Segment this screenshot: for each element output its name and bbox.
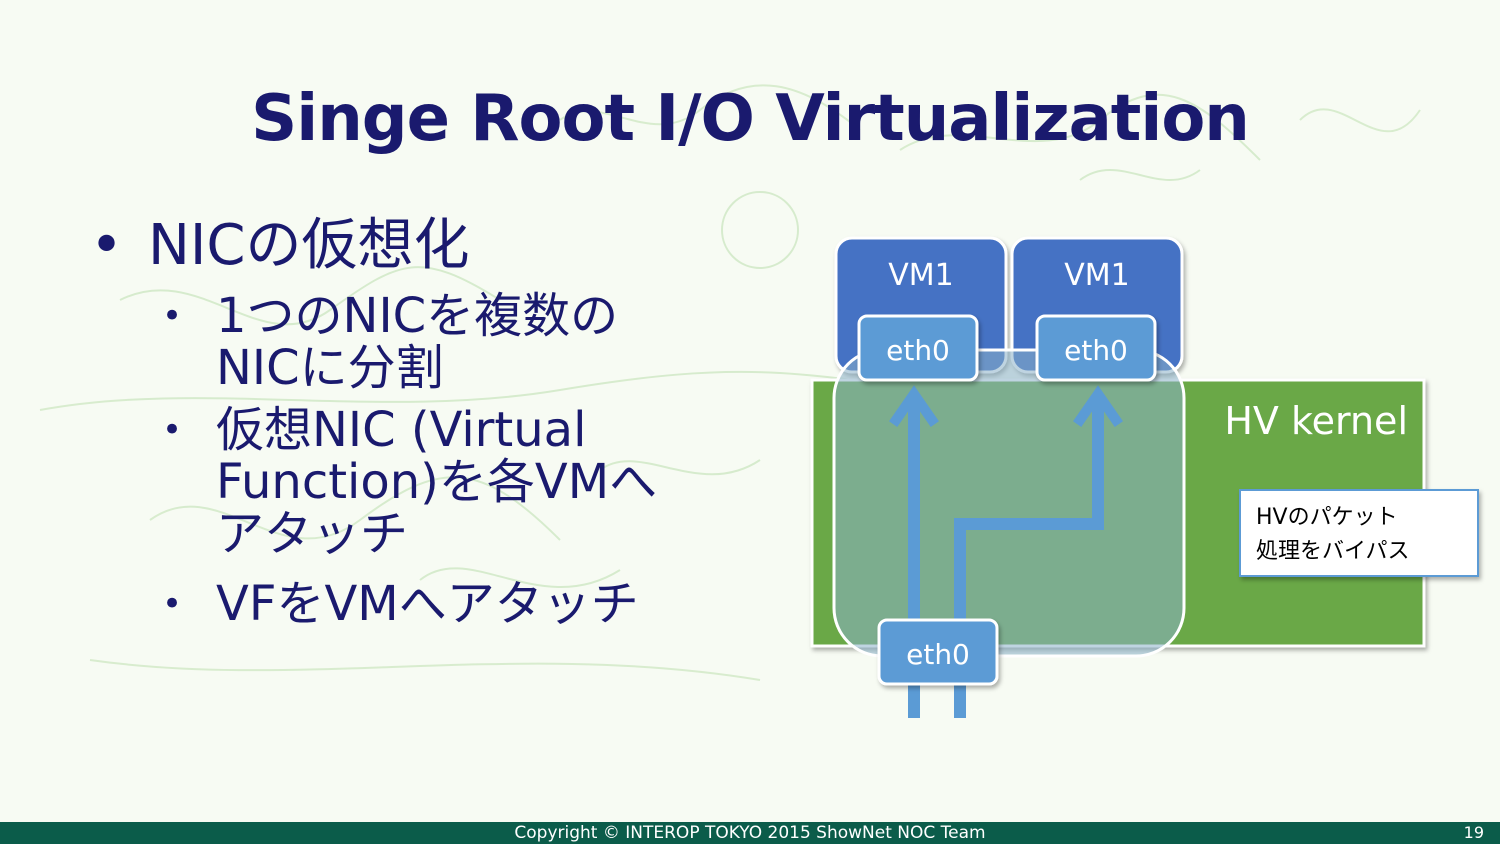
physical-eth-label: eth0 <box>906 638 970 671</box>
sub-bullet-3-line-1: VFをVMへアタッチ <box>216 576 639 632</box>
bypass-callout-line-1: HVのパケット <box>1256 505 1398 530</box>
bullet-dot: • <box>162 296 183 336</box>
bypass-callout-box <box>1239 489 1479 577</box>
bullet-list: • NICの仮想化 • 1つのNICを複数の NICに分割 • 仮想NIC (V… <box>90 212 730 630</box>
vm-left-label: VM1 <box>888 258 954 293</box>
page-number: 19 <box>1463 823 1484 842</box>
bypass-callout-line-2: 処理をバイパス <box>1256 539 1410 564</box>
sub-bullet-1-line-2: NICに分割 <box>216 340 444 396</box>
sub-bullet-3: • VFをVMへアタッチ <box>90 578 730 630</box>
sub-bullet-2: • 仮想NIC (Virtual Function)を各VMへ アタッチ <box>90 404 730 560</box>
arrow-head-left <box>889 385 939 427</box>
sub-bullet-2-line-1: 仮想NIC (Virtual <box>216 402 587 458</box>
sub-bullet-1-line-1: 1つのNICを複数の <box>216 288 619 344</box>
vm-left-eth-box <box>857 314 979 382</box>
copyright-text: Copyright © INTEROP TOKYO 2015 ShowNet N… <box>514 823 986 843</box>
bullet-dot: • <box>90 213 124 278</box>
arrow-head-right <box>1073 385 1123 427</box>
bullet-main: • NICの仮想化 <box>90 212 730 280</box>
bullet-dot: • <box>162 410 183 450</box>
sub-bullet-2-line-3: アタッチ <box>216 506 409 562</box>
slide-title: Singe Root I/O Virtualization <box>251 82 1250 156</box>
vm-right-label: VM1 <box>1064 258 1130 293</box>
sub-bullet-2-line-2: Function)を各VMへ <box>216 454 658 510</box>
hv-kernel-label: HV kernel <box>1224 399 1408 443</box>
physical-eth-box <box>877 618 999 686</box>
footer-bar: Copyright © INTEROP TOKYO 2015 ShowNet N… <box>0 822 1500 844</box>
vm-right-eth-box <box>1035 314 1157 382</box>
sub-bullet-1: • 1つのNICを複数の NICに分割 <box>90 290 730 394</box>
bullet-main-text: NICの仮想化 <box>148 213 470 278</box>
vm-left-eth-label: eth0 <box>886 334 950 367</box>
vm-right-eth-label: eth0 <box>1064 334 1128 367</box>
nic-virtualization-overlay <box>832 348 1186 658</box>
bullet-dot: • <box>162 584 183 624</box>
